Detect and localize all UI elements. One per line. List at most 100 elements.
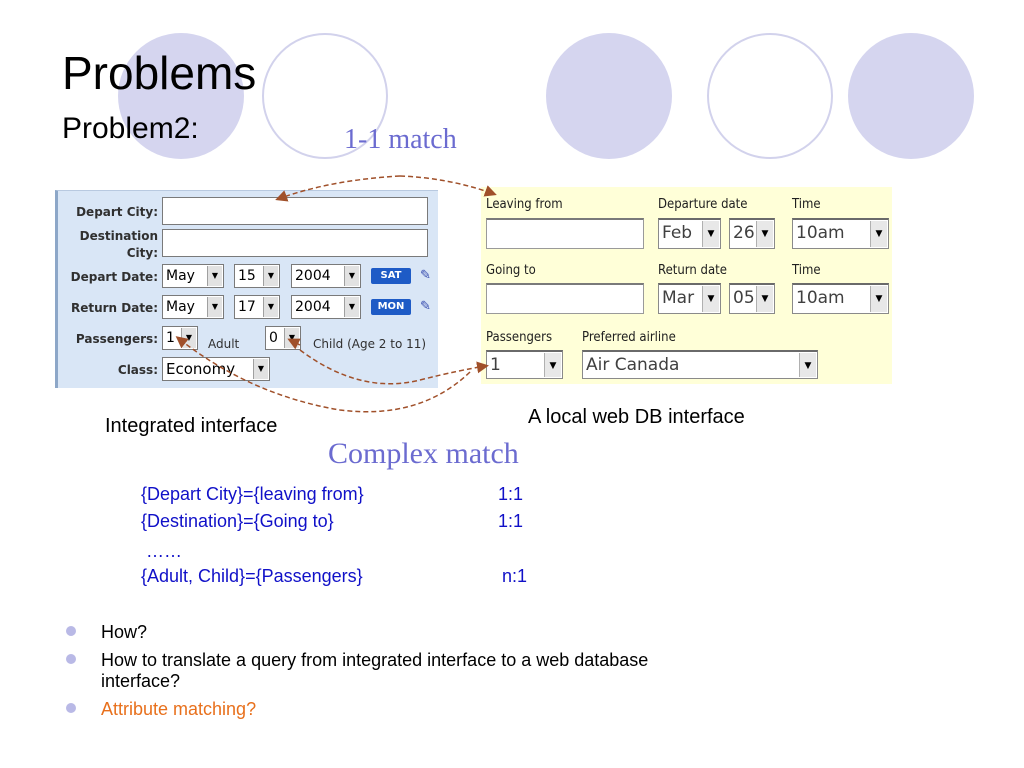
passengers-label-local: Passengers bbox=[486, 330, 553, 345]
chevron-down-icon[interactable]: ▼ bbox=[702, 286, 719, 312]
preferred-airline-label: Preferred airline bbox=[582, 330, 676, 345]
child-value: 0 bbox=[269, 330, 278, 346]
preferred-airline-value: Air Canada bbox=[586, 355, 680, 375]
return-time-value: 10am bbox=[796, 288, 845, 308]
departure-month-select[interactable]: Feb ▼ bbox=[658, 218, 721, 249]
chevron-down-icon[interactable]: ▼ bbox=[702, 221, 719, 247]
departure-day-value: 26 bbox=[733, 223, 755, 243]
chevron-down-icon[interactable]: ▼ bbox=[207, 266, 222, 286]
decor-circle-4 bbox=[707, 33, 833, 159]
chevron-down-icon[interactable]: ▼ bbox=[207, 297, 222, 317]
passengers-label: Passengers: bbox=[75, 332, 158, 346]
depart-year-select[interactable]: 2004 ▼ bbox=[291, 264, 361, 288]
time-label-1: Time bbox=[792, 197, 821, 212]
return-year-select[interactable]: 2004▼ bbox=[291, 295, 361, 319]
return-weekday-badge: MON bbox=[371, 299, 411, 315]
chevron-down-icon[interactable]: ▼ bbox=[544, 353, 561, 377]
chevron-down-icon[interactable]: ▼ bbox=[756, 286, 773, 312]
destination-label-line1: Destination bbox=[79, 229, 158, 243]
bullet-translate-line1: How to translate a query from integrated… bbox=[101, 650, 649, 670]
mapping-text: {Depart City}={leaving from} bbox=[141, 484, 364, 504]
return-month-select[interactable]: May ▼ bbox=[162, 295, 224, 319]
complex-match-label: Complex match bbox=[328, 437, 519, 470]
chevron-down-icon[interactable]: ▼ bbox=[344, 297, 359, 317]
bullet-translate-line2: interface? bbox=[101, 671, 181, 691]
mapping-text: {Adult, Child}={Passengers} bbox=[141, 566, 363, 586]
departure-date-label: Departure date bbox=[658, 197, 748, 212]
depart-year-value: 2004 bbox=[295, 268, 331, 284]
return-day-value: 17 bbox=[238, 299, 256, 315]
class-label: Class: bbox=[117, 363, 158, 377]
return-date-label: Return Date: bbox=[70, 301, 158, 315]
depart-city-field[interactable] bbox=[162, 197, 428, 225]
chevron-down-icon[interactable]: ▼ bbox=[263, 297, 278, 317]
chevron-down-icon[interactable]: ▼ bbox=[870, 286, 887, 312]
adult-value: 1 bbox=[166, 330, 175, 346]
integrated-interface-panel: Depart City: Destination City: Depart Da… bbox=[55, 190, 438, 388]
time-label-2: Time bbox=[792, 263, 821, 278]
return-month-value-local: Mar bbox=[662, 288, 695, 308]
departure-month-value: Feb bbox=[662, 223, 693, 243]
decor-circle-3 bbox=[546, 33, 672, 159]
integrated-interface-caption: Integrated interface bbox=[105, 415, 278, 437]
local-interface-panel: Leaving from Departure date Feb▼ 26▼ Tim… bbox=[481, 187, 892, 384]
slide-subtitle: Problem2: bbox=[62, 112, 199, 145]
passengers-select-local[interactable]: 1▼ bbox=[486, 350, 563, 379]
class-select[interactable]: Economy ▼ bbox=[162, 357, 270, 381]
mapping-type-1: 1:1 bbox=[498, 484, 524, 504]
departure-day-select[interactable]: 26▼ bbox=[729, 218, 775, 249]
bullet-how: How? bbox=[101, 622, 148, 642]
depart-day-value: 15 bbox=[238, 268, 256, 284]
class-value: Economy bbox=[166, 360, 236, 378]
decor-circle-1 bbox=[118, 33, 244, 159]
bullet-dot bbox=[66, 626, 76, 636]
child-select[interactable]: 0▼ bbox=[265, 326, 301, 350]
return-day-value-local: 05 bbox=[733, 288, 755, 308]
adult-label: Adult bbox=[208, 337, 240, 351]
depart-date-label: Depart Date: bbox=[70, 270, 158, 284]
mapping-row-1: {Depart City}={leaving from} bbox=[141, 484, 364, 505]
bullet-dot bbox=[66, 703, 76, 713]
preferred-airline-select[interactable]: Air Canada ▼ bbox=[582, 350, 818, 379]
decor-circle-5 bbox=[848, 33, 974, 159]
calendar-icon[interactable]: ✎ bbox=[420, 298, 431, 313]
departure-time-select[interactable]: 10am ▼ bbox=[792, 218, 889, 249]
one-to-one-match-label: 1-1 match bbox=[344, 124, 457, 155]
going-to-label: Going to bbox=[486, 263, 536, 278]
return-month-value: May bbox=[166, 299, 195, 315]
mapping-type-2: 1:1 bbox=[498, 511, 524, 531]
chevron-down-icon[interactable]: ▼ bbox=[756, 221, 773, 247]
going-to-field[interactable] bbox=[486, 283, 644, 314]
return-day-select-local[interactable]: 05▼ bbox=[729, 283, 775, 314]
mapping-row-4: {Adult, Child}={Passengers} bbox=[141, 566, 363, 587]
decor-circle-2 bbox=[262, 33, 388, 159]
child-label: Child (Age 2 to 11) bbox=[313, 337, 427, 351]
chevron-down-icon[interactable]: ▼ bbox=[799, 353, 816, 377]
chevron-down-icon[interactable]: ▼ bbox=[344, 266, 359, 286]
depart-day-select[interactable]: 15 ▼ bbox=[234, 264, 280, 288]
chevron-down-icon[interactable]: ▼ bbox=[263, 266, 278, 286]
calendar-icon[interactable]: ✎ bbox=[420, 267, 431, 282]
bullet-dot bbox=[66, 654, 76, 664]
depart-city-label: Depart City: bbox=[76, 205, 158, 219]
mapping-type-4: n:1 bbox=[502, 566, 528, 586]
local-interface-caption: A local web DB interface bbox=[528, 406, 745, 428]
leaving-from-field[interactable] bbox=[486, 218, 644, 249]
depart-month-select[interactable]: May▼ bbox=[162, 264, 224, 288]
return-month-select-local[interactable]: Mar ▼ bbox=[658, 283, 721, 314]
return-day-select[interactable]: 17 ▼ bbox=[234, 295, 280, 319]
chevron-down-icon[interactable]: ▼ bbox=[284, 328, 299, 348]
passengers-value-local: 1 bbox=[490, 355, 501, 375]
departure-time-value: 10am bbox=[796, 223, 845, 243]
destination-label-line2: City: bbox=[126, 246, 158, 260]
return-date-label-local: Return date bbox=[658, 263, 727, 278]
chevron-down-icon[interactable]: ▼ bbox=[253, 359, 268, 379]
chevron-down-icon[interactable]: ▼ bbox=[870, 221, 887, 247]
adult-select[interactable]: 1▼ bbox=[162, 326, 198, 350]
mapping-row-2: {Destination}={Going to} bbox=[141, 511, 334, 532]
mapping-ellipsis: …… bbox=[146, 541, 182, 561]
return-time-select[interactable]: 10am ▼ bbox=[792, 283, 889, 314]
destination-city-field[interactable] bbox=[162, 229, 428, 257]
bullet-attribute-matching: Attribute matching? bbox=[101, 699, 257, 719]
chevron-down-icon[interactable]: ▼ bbox=[181, 328, 196, 348]
